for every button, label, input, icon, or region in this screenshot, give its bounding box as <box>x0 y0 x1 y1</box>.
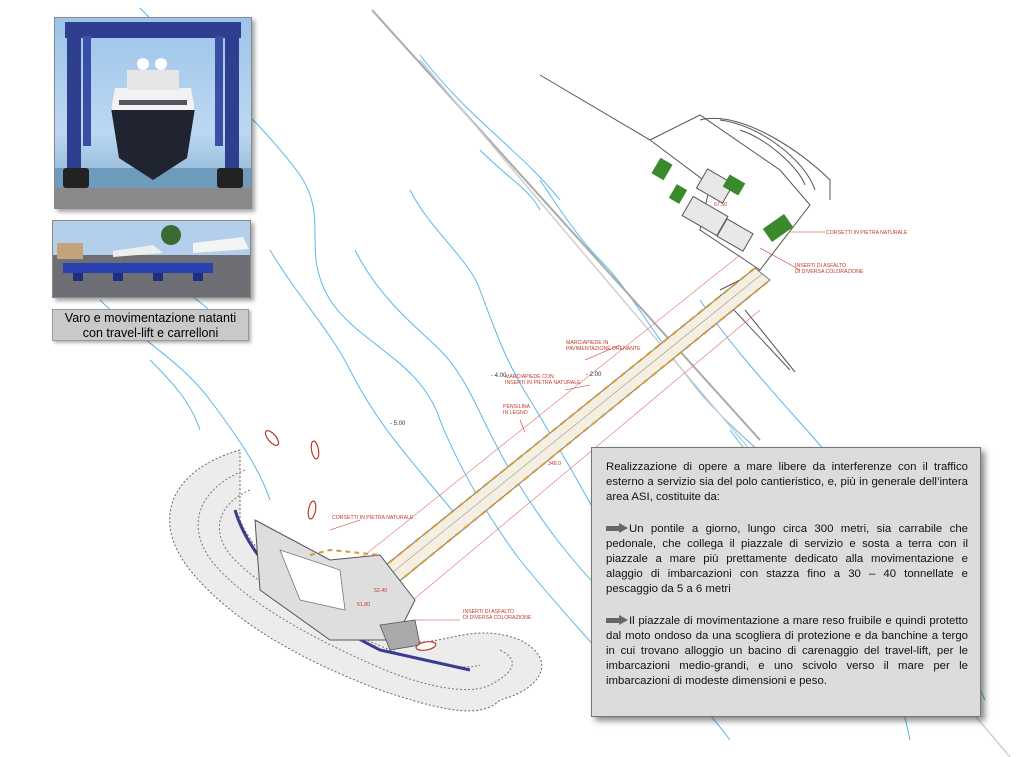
description-item-1: Un pontile a giorno, lungo circa 300 met… <box>606 522 968 598</box>
arrow-icon <box>606 614 628 625</box>
travel-lift-photo <box>54 17 252 209</box>
description-box: Realizzazione di opere a mare libere da … <box>591 447 981 717</box>
depth-label-4: - 4.00 <box>491 373 507 379</box>
photo-caption: Varo e movimentazione natanti con travel… <box>52 309 249 341</box>
label-marciapiede-1b: PAVIMENTAZIONE DRENANTE <box>566 346 641 352</box>
land-platform <box>539 74 831 373</box>
label-marciapiede-2a: MARCIAPIEDE CON <box>505 374 554 380</box>
carrelloni-photo <box>52 220 251 298</box>
label-marciapiede-1a: MARCIAPIEDE IN <box>566 340 609 346</box>
description-intro: Realizzazione di opere a mare libere da … <box>606 461 968 504</box>
description-item-1-text: Un pontile a giorno, lungo circa 300 met… <box>606 522 968 596</box>
dimension-51-80: 51.80 <box>357 602 370 608</box>
carrelloni-illustration <box>53 221 250 297</box>
label-pensilina-a: PENSILINA <box>503 404 531 410</box>
arrow-icon <box>606 522 628 533</box>
label-inserti-sea-1: INSERTI DI ASFALTO <box>463 609 514 615</box>
description-item-2-text: Il piazzale di movimentazione a mare res… <box>606 614 968 688</box>
description-item-2: Il piazzale di movimentazione a mare res… <box>606 614 968 690</box>
label-corsetti-land: CORSETTI IN PIETRA NATURALE <box>826 230 908 236</box>
label-inserti-land-1: INSERTI DI ASFALTO <box>795 263 846 269</box>
label-inserti-land-2: DI DIVERSA COLORAZIONE <box>795 269 864 275</box>
pier <box>339 254 771 616</box>
label-marciapiede-2b: INSERTI IN PIETRA NATURALE <box>505 380 581 386</box>
dimension-67-50: 67.50 <box>714 202 727 208</box>
depth-label-2: - 2.00 <box>586 372 602 378</box>
hedges <box>651 157 794 243</box>
depth-label-5: - 5.00 <box>390 421 406 427</box>
sea-platform <box>254 519 421 651</box>
label-inserti-sea-2: DI DIVERSA COLORAZIONE <box>463 615 532 621</box>
boats <box>264 430 437 651</box>
caption-line-1: Varo e movimentazione natanti <box>64 311 237 325</box>
label-pensilina-b: IN LEGNO <box>503 410 528 416</box>
travel-lift-illustration <box>55 22 251 208</box>
dimension-348: 348.0 <box>548 461 561 467</box>
caption-line-2: con travel-lift e carrelloni <box>82 326 219 340</box>
dimension-52-40: 52.40 <box>374 588 387 594</box>
label-corsetti-sea: CORSETTI IN PIETRA NATURALE <box>332 515 414 521</box>
